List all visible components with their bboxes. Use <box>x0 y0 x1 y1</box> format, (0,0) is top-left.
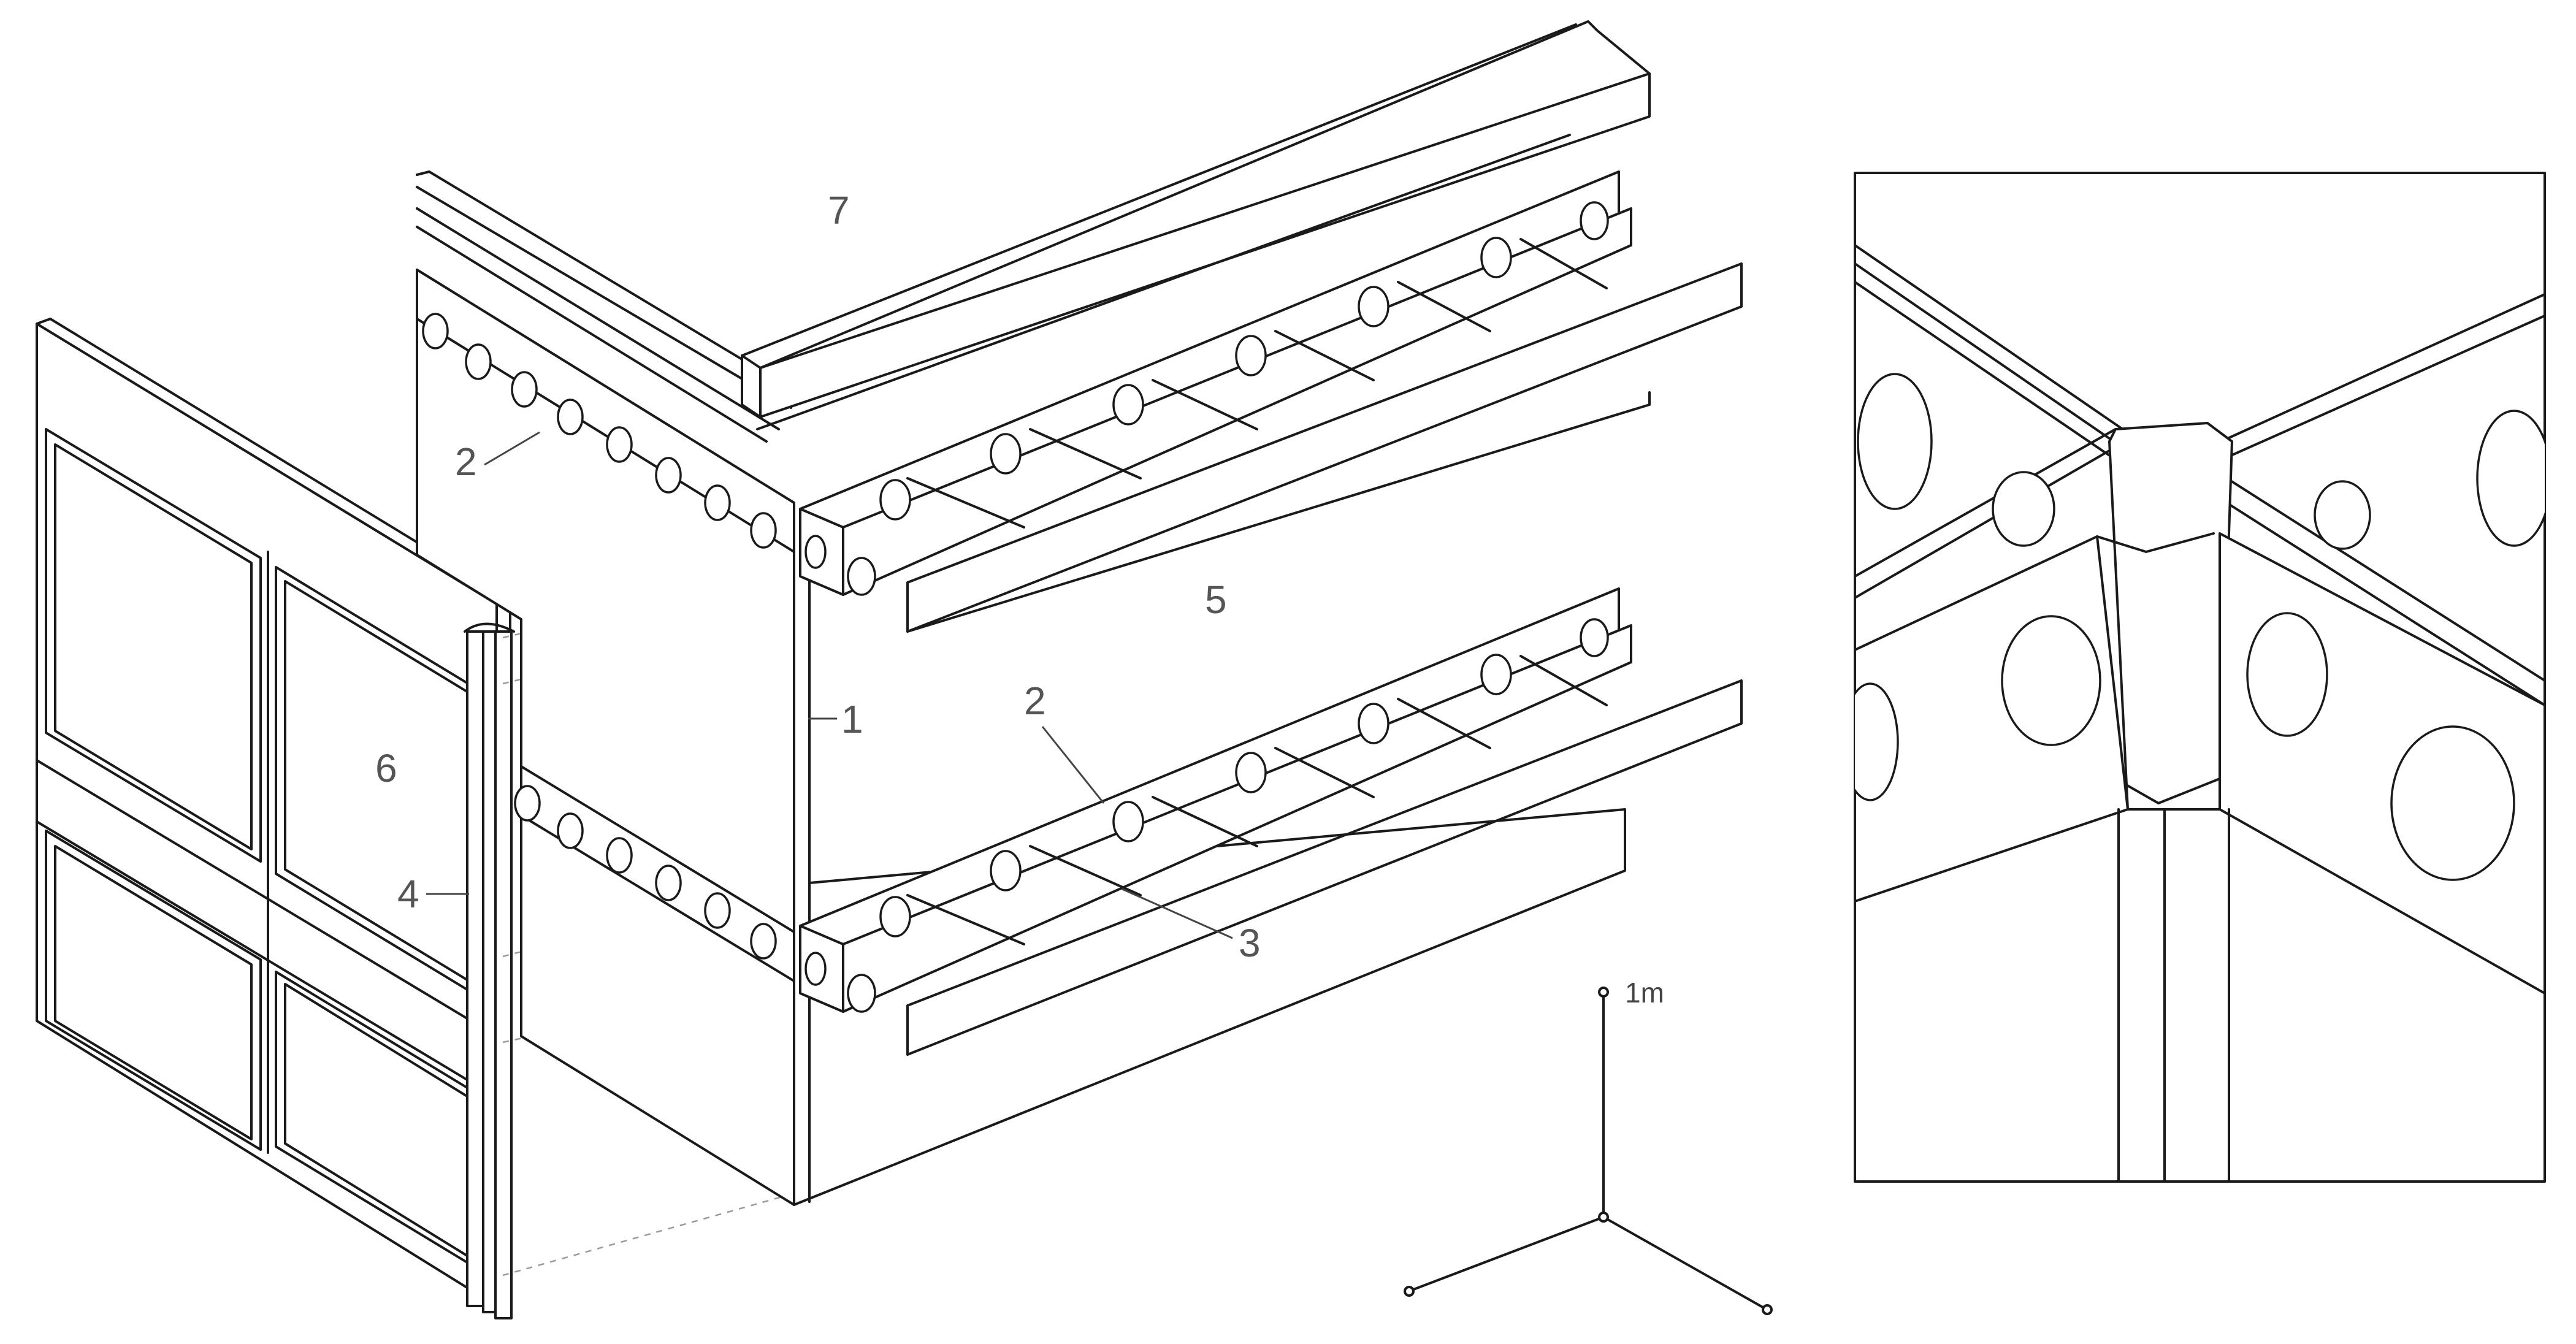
scale-right-marker <box>1762 1304 1773 1315</box>
scale-bar: 1m <box>1404 977 1773 1315</box>
scale-left-marker <box>1404 1286 1415 1297</box>
projection-lines <box>502 538 798 1277</box>
detail-view <box>1854 172 2546 1183</box>
callouts: 7 2 5 1 2 3 6 4 <box>375 188 1261 965</box>
scale-origin-marker <box>1598 1212 1609 1223</box>
scale-top-marker <box>1598 987 1609 998</box>
roof-gutter <box>741 20 1651 430</box>
callout-7: 7 <box>828 188 850 232</box>
beam-upper-front <box>799 170 1632 596</box>
bolt-rods-lower <box>906 655 1608 945</box>
callout-2-lower: 2 <box>1024 679 1046 723</box>
scale-label: 1m <box>1625 977 1664 1009</box>
callout-4: 4 <box>397 872 419 916</box>
callout-3: 3 <box>1239 921 1261 965</box>
beam-upper-left <box>416 170 798 553</box>
bolt-rods-upper <box>906 238 1608 529</box>
callout-6: 6 <box>375 746 397 790</box>
jamb-post <box>464 622 515 1319</box>
floor-plate-upper <box>906 262 1743 633</box>
callout-2-upper: 2 <box>455 440 477 484</box>
callout-1: 1 <box>841 697 863 741</box>
beam-lower-left <box>514 765 795 982</box>
callout-5: 5 <box>1205 578 1227 622</box>
beam-lower-front <box>799 587 1632 1013</box>
